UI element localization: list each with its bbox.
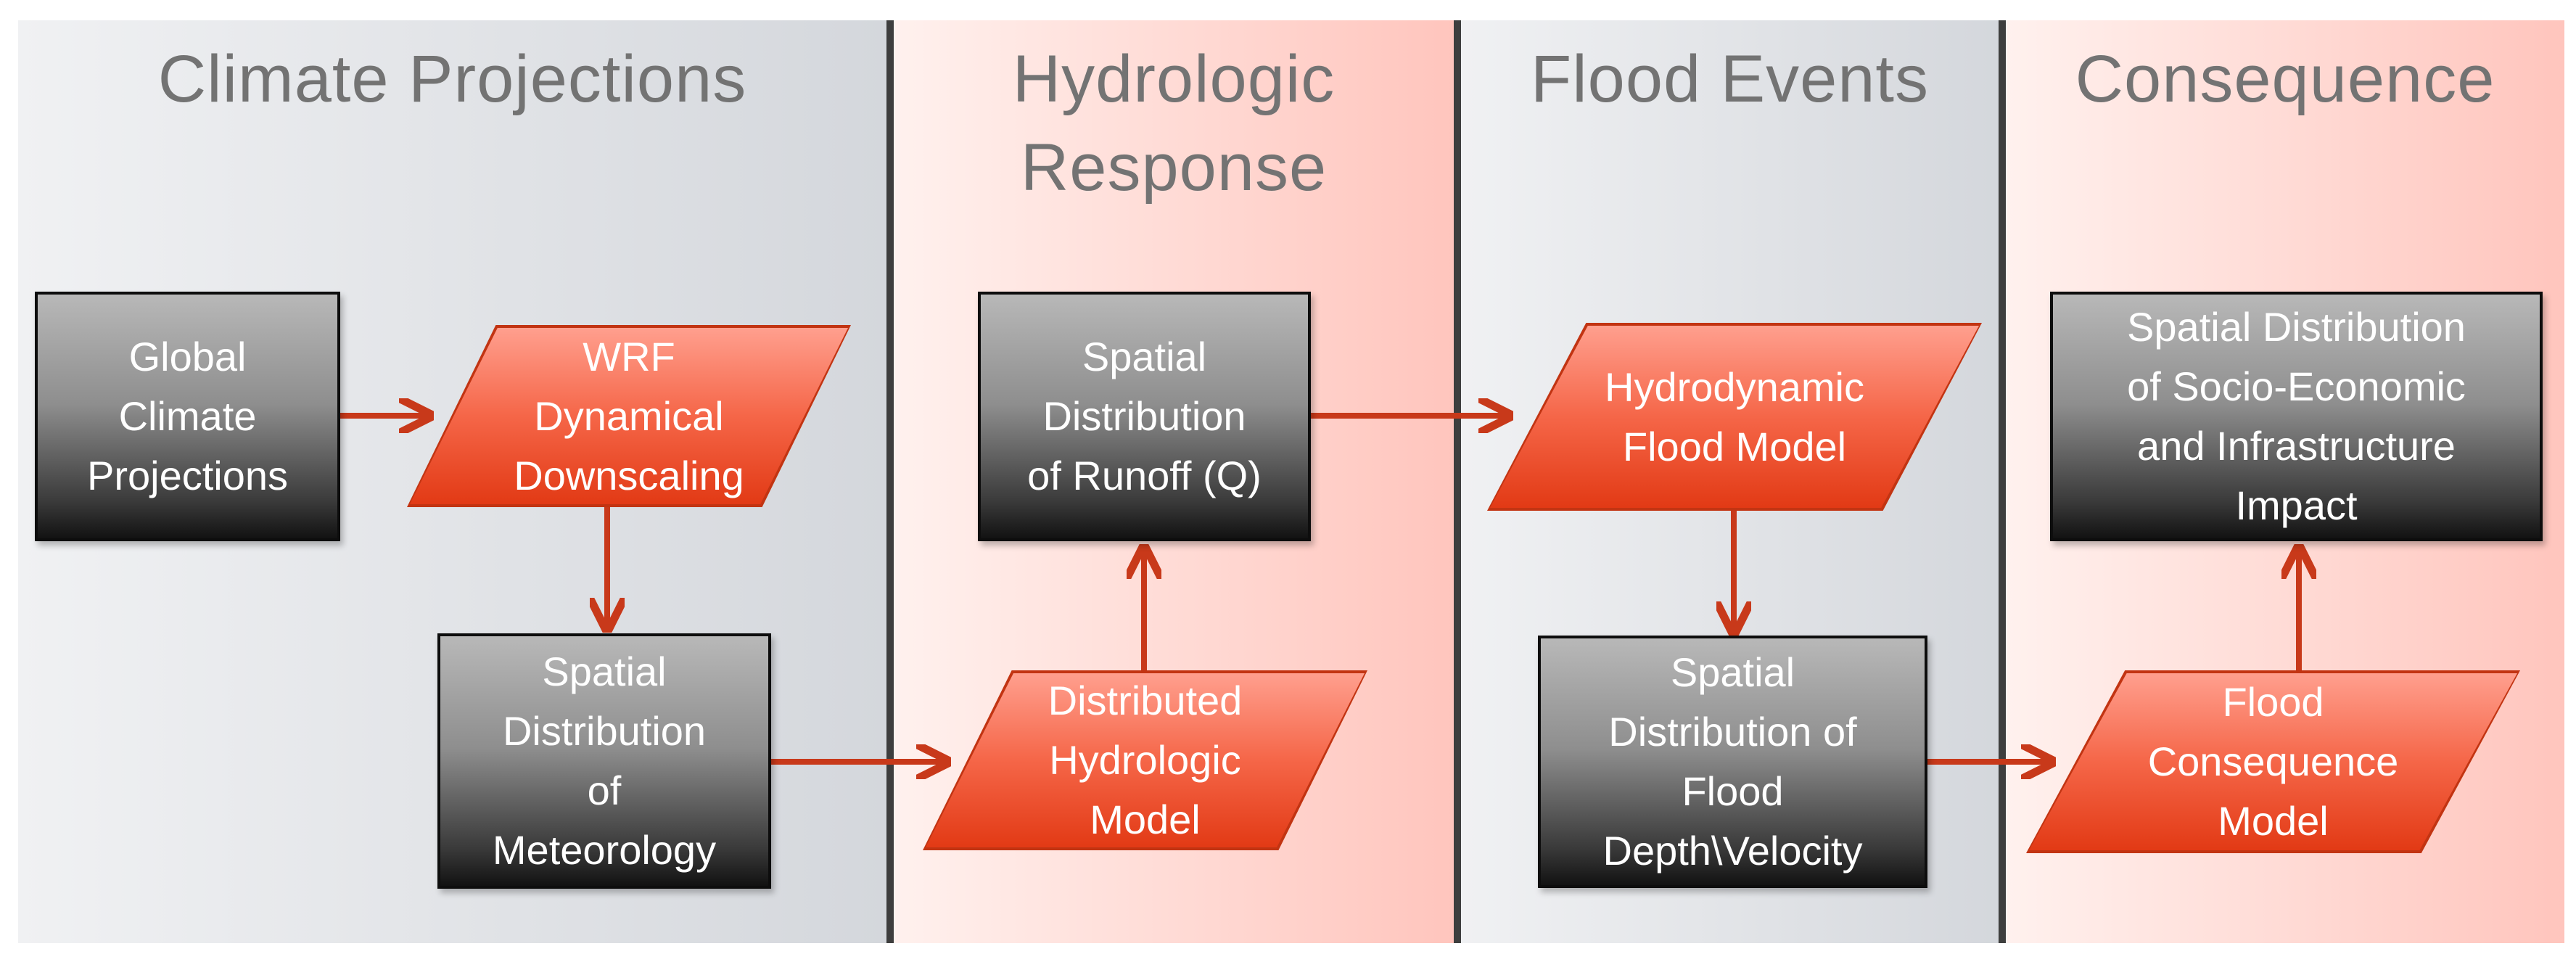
- node-label: Hydrodynamic Flood Model: [1605, 363, 1864, 469]
- node-label: Flood Consequence Model: [2147, 679, 2399, 844]
- node-flood-consequence-model: Flood Consequence Model: [2026, 670, 2520, 853]
- lane-divider: [1999, 20, 2006, 943]
- node-fill: [926, 673, 1365, 847]
- lane-title-hydrologic-response: Hydrologic Response: [1012, 42, 1336, 205]
- node-spatial-distribution-meteorology: Spatial Distribution of Meteorology: [437, 633, 771, 889]
- node-hydrodynamic-flood-model: Hydrodynamic Flood Model: [1487, 323, 1982, 511]
- node-fill: [2029, 673, 2517, 850]
- lane-title-climate-projections: Climate Projections: [157, 42, 747, 116]
- node-distributed-hydrologic-model: Distributed Hydrologic Model: [923, 670, 1367, 850]
- lane-divider: [886, 20, 894, 943]
- lane-title-flood-events: Flood Events: [1531, 42, 1929, 116]
- lane-divider: [1454, 20, 1461, 943]
- node-spatial-distribution-socio-economic: Spatial Distribution of Socio-Economic a…: [2050, 292, 2543, 541]
- node-wrf-dynamical-downscaling: WRF Dynamical Downscaling: [407, 325, 851, 507]
- node-label: Distributed Hydrologic Model: [1048, 678, 1243, 842]
- lane-title-consequence: Consequence: [2075, 42, 2495, 116]
- node-spatial-distribution-runoff: Spatial Distribution of Runoff (Q): [978, 292, 1311, 541]
- node-label: WRF Dynamical Downscaling: [514, 333, 744, 498]
- node-global-climate-projections: Global Climate Projections: [35, 292, 340, 541]
- node-spatial-distribution-flood-depth: Spatial Distribution of Flood Depth\Velo…: [1538, 636, 1927, 888]
